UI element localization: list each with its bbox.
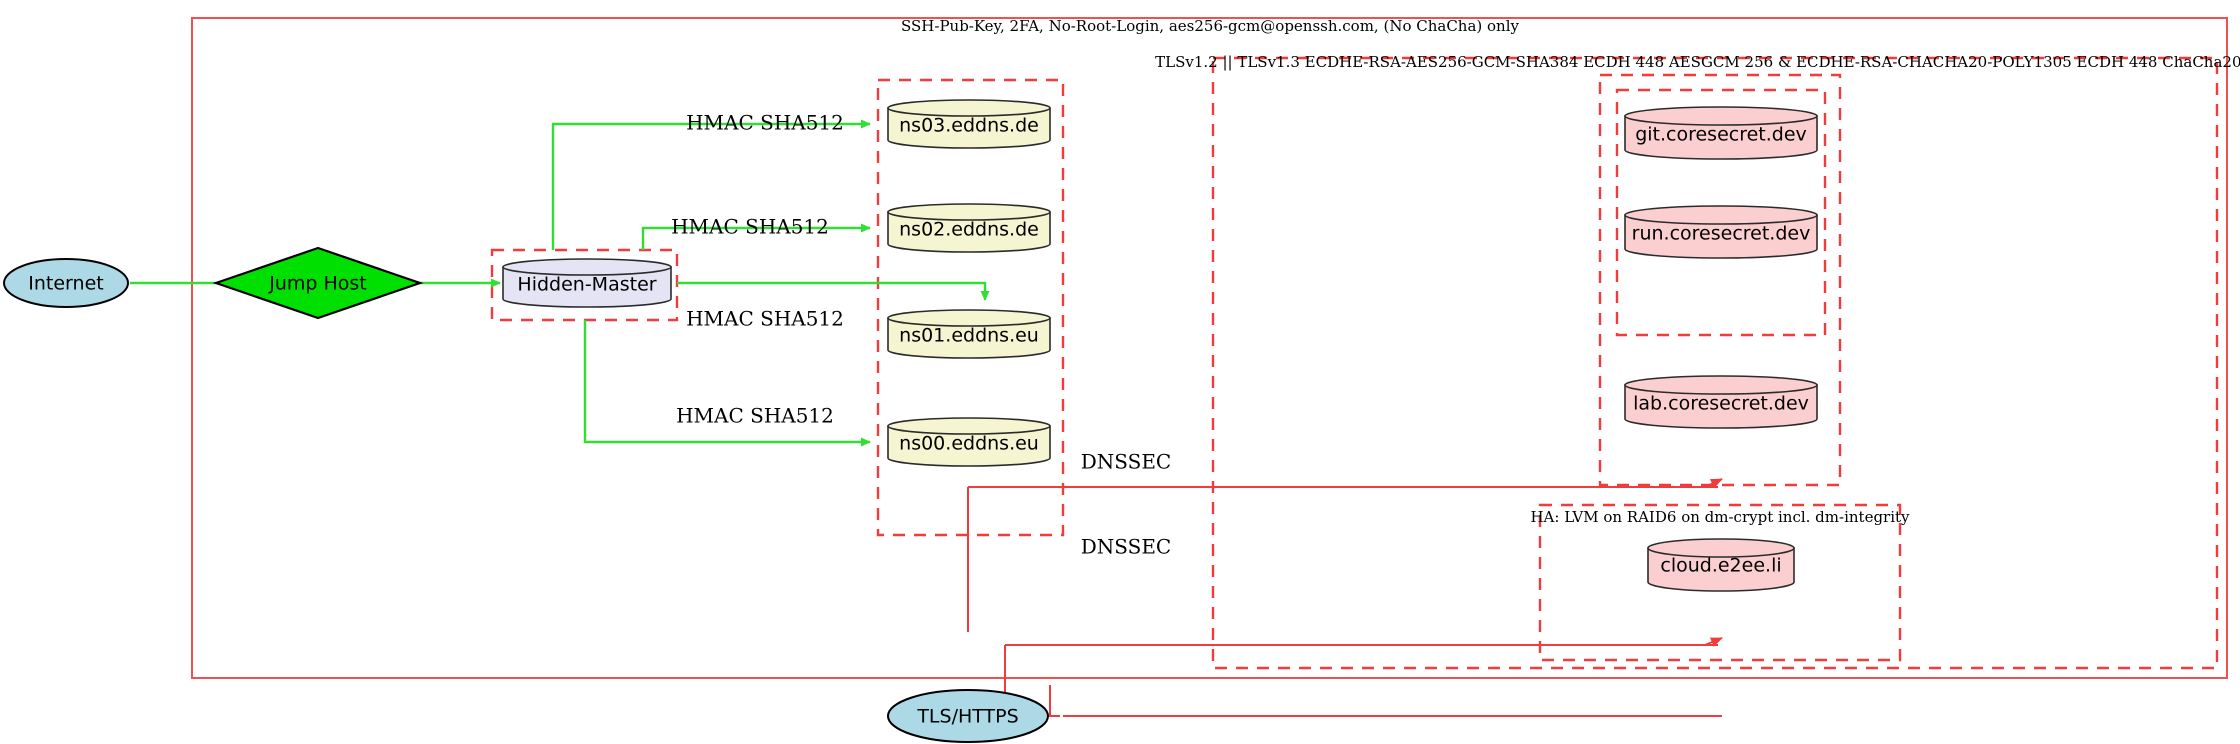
ns00-cylinder-body [887,425,1051,467]
run-cylinder-body [1624,214,1818,259]
node-git-label: git.coresecret.dev [1635,124,1807,146]
node-run-label: run.coresecret.dev [1632,223,1811,245]
cluster-ha-label: HA: LVM on RAID6 on dm-crypt incl. dm-in… [1530,508,1910,526]
node-run-coresecret[interactable]: run.coresecret.dev [1624,205,1818,259]
node-tls-https[interactable]: TLS/HTTPS [887,689,1049,743]
ns02-cylinder-body [887,211,1051,253]
node-internet-label: Internet [28,273,103,295]
lab-cylinder-top [1624,375,1818,395]
ns02-cylinder-top [887,203,1051,221]
node-ns03-label: ns03.eddns.de [899,115,1039,137]
node-lab-label: lab.coresecret.dev [1633,393,1809,415]
cluster-coresecret-inner-box [1615,88,1827,337]
edge-dnssec-1-arrowhead [1704,478,1723,489]
node-jump-host-label: Jump Host [268,273,367,295]
edge-label-hmac-4: HMAC SHA512 [676,404,834,428]
node-internet[interactable]: Internet [3,258,129,308]
run-cylinder-top [1624,205,1818,225]
lab-cylinder-body [1624,384,1818,429]
hidden-master-cylinder-top [502,258,672,276]
ns01-cylinder-top [887,309,1051,327]
node-lab-coresecret[interactable]: lab.coresecret.dev [1624,375,1818,429]
tls-https-ellipse-shape [887,689,1049,743]
edge-label-hmac-3: HMAC SHA512 [686,307,844,331]
edge-label-hmac-2: HMAC SHA512 [671,215,829,239]
node-ns00[interactable]: ns00.eddns.eu [887,417,1051,467]
cluster-coresecret-outer-box [1598,73,1842,487]
node-hidden-master[interactable]: Hidden-Master [502,258,672,308]
node-cloud-label: cloud.e2ee.li [1660,555,1781,577]
ns03-cylinder-top [887,99,1051,117]
internet-ellipse-shape [3,258,129,308]
node-ns01[interactable]: ns01.eddns.eu [887,309,1051,359]
cluster-ha-box [1538,503,1902,662]
ns00-cylinder-top [887,417,1051,435]
node-tls-https-label: TLS/HTTPS [916,706,1018,728]
git-cylinder-body [1624,115,1818,160]
edge-hiddenmaster-to-ns03 [551,119,871,250]
git-cylinder-top [1624,106,1818,126]
edge-hiddenmaster-to-ns00 [583,320,871,447]
node-ns01-label: ns01.eddns.eu [899,325,1039,347]
cluster-ssh-box [191,17,2228,679]
node-ns00-label: ns00.eddns.eu [899,433,1039,455]
node-git-coresecret[interactable]: git.coresecret.dev [1624,106,1818,160]
edge-dnssec-2-arrowhead [1704,637,1723,647]
node-cloud-e2ee[interactable]: cloud.e2ee.li [1647,538,1795,592]
node-ns02[interactable]: ns02.eddns.de [887,203,1051,253]
edge-label-dnssec-2: DNSSEC [1081,535,1172,559]
edge-hiddenmaster-to-ns02 [641,223,871,250]
node-ns03[interactable]: ns03.eddns.de [887,99,1051,149]
edge-label-dnssec-1: DNSSEC [1081,450,1172,474]
ns03-cylinder-body [887,107,1051,149]
cloud-cylinder-body [1647,547,1795,592]
node-jump-host[interactable]: Jump Host [212,246,424,320]
cluster-tls-label: TLSv1.2 || TLSv1.3 ECDHE-RSA-AES256-GCM-… [1155,53,2240,71]
cluster-tls-box [1211,56,2219,670]
edge-hiddenmaster-to-ns01 [677,281,990,301]
cloud-cylinder-top [1647,538,1795,558]
hidden-master-cylinder-body [502,266,672,308]
cluster-ssh-label: SSH-Pub-Key, 2FA, No-Root-Login, aes256-… [901,17,1520,35]
ns01-cylinder-body [887,317,1051,359]
node-hidden-master-label: Hidden-Master [517,274,656,296]
cluster-dns-box [876,78,1065,537]
edge-label-hmac-1: HMAC SHA512 [686,111,844,135]
jump-host-diamond-shape [212,246,424,320]
node-ns02-label: ns02.eddns.de [899,219,1039,241]
